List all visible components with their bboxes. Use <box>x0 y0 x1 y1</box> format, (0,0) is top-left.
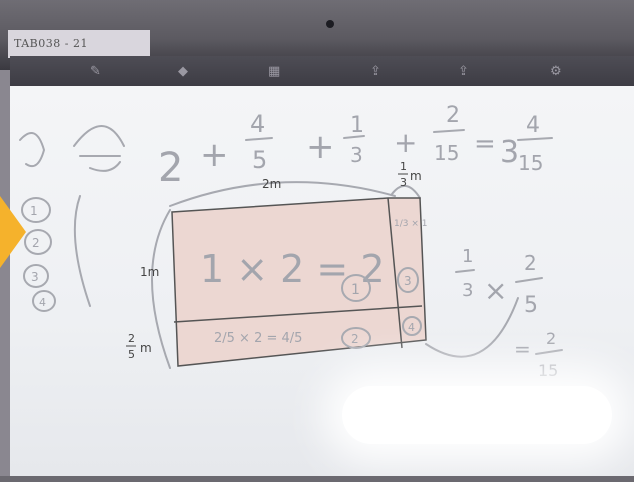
eq-frac3-den: 15 <box>434 141 459 165</box>
rs-a-num: 1 <box>462 246 473 267</box>
app-toolbar: ✎ ◆ ▦ ⇪ ⇪ ⚙ <box>10 56 634 90</box>
left-circle-4: 4 <box>39 296 46 309</box>
upload-icon[interactable]: ⇪ <box>370 64 381 79</box>
rs-equals: = <box>514 337 531 361</box>
eq-plus-2: + <box>306 127 335 167</box>
pen-icon[interactable]: ✎ <box>90 64 101 79</box>
rs-result-den: 15 <box>538 361 558 380</box>
horizontal-divider <box>173 305 423 323</box>
left-circle-3: 3 <box>31 270 39 284</box>
asset-sticker: TAB038 - 21 <box>8 30 150 58</box>
label-right-top-num: 1 <box>400 160 407 173</box>
whiteboard-canvas: 1 2 3 4 2 + 4 5 + 1 3 + 2 15 = 3 4 <box>19 103 563 380</box>
label-bottom-left-unit: m <box>140 341 152 355</box>
eq-result-num: 4 <box>526 113 540 138</box>
label-left: 1m <box>140 265 159 279</box>
rs-b-den: 5 <box>524 293 538 318</box>
orange-marker <box>0 196 26 268</box>
label-top: 2m <box>262 177 281 191</box>
color-picker-icon[interactable]: ▦ <box>268 64 281 79</box>
eraser-icon[interactable]: ◆ <box>178 64 188 79</box>
cell3-expression: 1/3 × 1 <box>394 219 427 229</box>
label-right-top-den: 3 <box>400 176 407 189</box>
eq-plus-1: + <box>200 135 229 175</box>
camera-dot <box>326 20 334 28</box>
whiteboard-screen[interactable]: 1 2 3 4 2 + 4 5 + 1 3 + 2 15 = 3 4 <box>10 86 634 476</box>
settings-icon[interactable]: ⚙ <box>550 64 562 79</box>
eq-frac1-den: 5 <box>252 146 267 174</box>
label-bottom-left-den: 5 <box>128 348 135 361</box>
rs-times: × <box>484 274 507 307</box>
cell2-circle: 2 <box>351 332 359 346</box>
label-right-top-unit: m <box>410 169 422 183</box>
area-rectangle <box>171 197 427 367</box>
eq-whole: 2 <box>158 145 183 191</box>
rs-result-num: 2 <box>546 329 556 348</box>
cell1-expression: 1 × 2 = 2 <box>200 247 385 291</box>
right-side-work: 1 3 × 2 5 = 2 15 <box>425 246 563 380</box>
cell1-circle: 1 <box>351 282 360 298</box>
cell4-circle: 4 <box>408 321 415 334</box>
main-equation: 2 + 4 5 + 1 3 + 2 15 = 3 4 15 <box>158 103 553 191</box>
screen-glare <box>342 386 612 444</box>
left-circle-2: 2 <box>32 236 40 250</box>
eq-frac2-num: 1 <box>350 113 364 138</box>
vertical-divider <box>387 197 403 349</box>
cell2-expression: 2/5 × 2 = 4/5 <box>214 331 302 346</box>
eq-frac3-num: 2 <box>446 103 460 128</box>
left-margin-marks: 1 2 3 4 <box>19 125 125 312</box>
area-diagram: 2m 1 3 m 1m 2 5 m 1 × 2 = 2 1 2/5 × 2 = … <box>126 160 427 369</box>
eq-equals: = <box>474 129 496 159</box>
rs-a-den: 3 <box>462 280 473 301</box>
eq-plus-3: + <box>394 126 417 159</box>
cell3-circle: 3 <box>404 274 412 288</box>
label-bottom-left-num: 2 <box>128 332 135 345</box>
eq-frac2-den: 3 <box>350 143 363 167</box>
left-circle-1: 1 <box>30 204 38 218</box>
bottom-bezel <box>0 476 634 482</box>
share-icon[interactable]: ⇪ <box>458 64 469 79</box>
eq-frac1-num: 4 <box>250 110 265 138</box>
rs-b-num: 2 <box>524 251 537 275</box>
eq-result-den: 15 <box>518 151 543 175</box>
eq-result-whole: 3 <box>500 135 519 170</box>
